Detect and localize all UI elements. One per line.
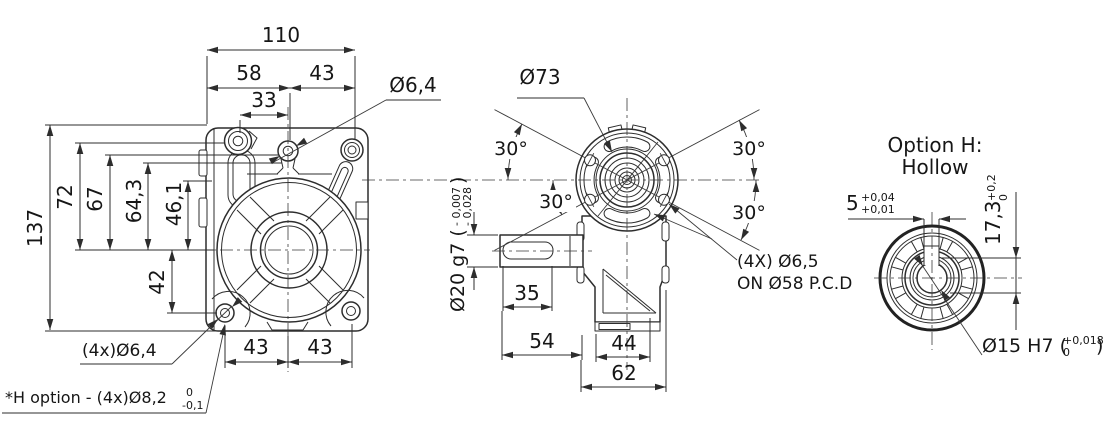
label-top-hole: Ø6,4 xyxy=(389,73,437,97)
dim-foot-left: 43 xyxy=(243,335,268,359)
shaft-tol-lower: - 0,028 xyxy=(461,187,474,226)
angle-lower-right: 30° xyxy=(732,202,766,224)
keyway-width-tol-lower: +0,01 xyxy=(861,203,895,216)
label-bore-open: Ø15 H7 ( xyxy=(982,335,1067,357)
dim-h64-3: 64,3 xyxy=(122,179,146,224)
dim-width-left: 58 xyxy=(236,61,261,85)
label-h-option: *H option - (4x)Ø8,2 xyxy=(5,388,167,407)
dim-h67: 67 xyxy=(83,186,107,211)
front-view-dimensions: 110 58 43 33 Ø6,4 137 72 xyxy=(2,23,441,414)
dim-body-width: 44 xyxy=(611,331,636,355)
option-h-title-line2: Hollow xyxy=(902,155,969,179)
keyway-depth-tol-lower: 0 xyxy=(997,194,1010,201)
h-option-tol-lower: -0,1 xyxy=(182,399,203,412)
dim-h46-1: 46,1 xyxy=(162,182,186,227)
dim-keyway-depth: 17,3 xyxy=(981,200,1005,245)
dim-keyway-width: 5 xyxy=(846,191,859,215)
keyway-depth-tol-upper: +0,2 xyxy=(985,174,998,201)
front-view-housing xyxy=(76,107,370,372)
angle-upper-left: 30° xyxy=(494,138,528,160)
label-flange-holes-line1: (4X) Ø6,5 xyxy=(737,252,819,272)
dim-total-height: 137 xyxy=(23,209,47,247)
label-shaft-close: ) xyxy=(447,177,469,184)
bore-tol-lower: 0 xyxy=(1063,346,1070,359)
keyway-width-tol-upper: +0,04 xyxy=(861,191,895,204)
dim-shaft-length: 54 xyxy=(529,329,554,353)
dim-overall-width: 62 xyxy=(611,361,636,385)
angle-upper-right: 30° xyxy=(732,138,766,160)
angle-lower-left: 30° xyxy=(539,191,573,213)
dim-total-width: 110 xyxy=(262,23,300,47)
h-option-tol-upper: 0 xyxy=(186,386,193,399)
side-view-housing xyxy=(362,98,762,370)
option-h-title-line1: Option H: xyxy=(888,133,983,157)
housing-circle xyxy=(216,177,362,323)
dim-h42: 42 xyxy=(145,269,169,294)
dim-hole-offset: 33 xyxy=(251,88,276,112)
corner-hole-bottom-right xyxy=(341,301,361,321)
label-bore-close: ) xyxy=(1096,335,1103,357)
shaft-tol-upper: - 0,007 xyxy=(450,187,463,226)
label-flange-holes-line2: ON Ø58 P.C.D xyxy=(737,274,852,294)
dim-width-right: 43 xyxy=(309,61,334,85)
label-flange-diameter: Ø73 xyxy=(519,65,560,89)
bore-tol-upper: +0,018 xyxy=(1063,334,1104,347)
option-h-view: Option H: Hollow xyxy=(846,133,1104,359)
mounting-tab-left-lower xyxy=(198,197,208,228)
shaft-keyway xyxy=(502,241,554,260)
dim-foot-right: 43 xyxy=(307,335,332,359)
label-corner-holes: (4x)Ø6,4 xyxy=(82,341,157,361)
side-view-dimensions: Ø73 30° 30° 30° 30° Ø20 g7 ( - 0 xyxy=(447,65,852,392)
dim-keyway-length: 35 xyxy=(514,281,539,305)
label-shaft-open: Ø20 g7 ( xyxy=(447,229,469,312)
dim-h72: 72 xyxy=(53,184,77,209)
